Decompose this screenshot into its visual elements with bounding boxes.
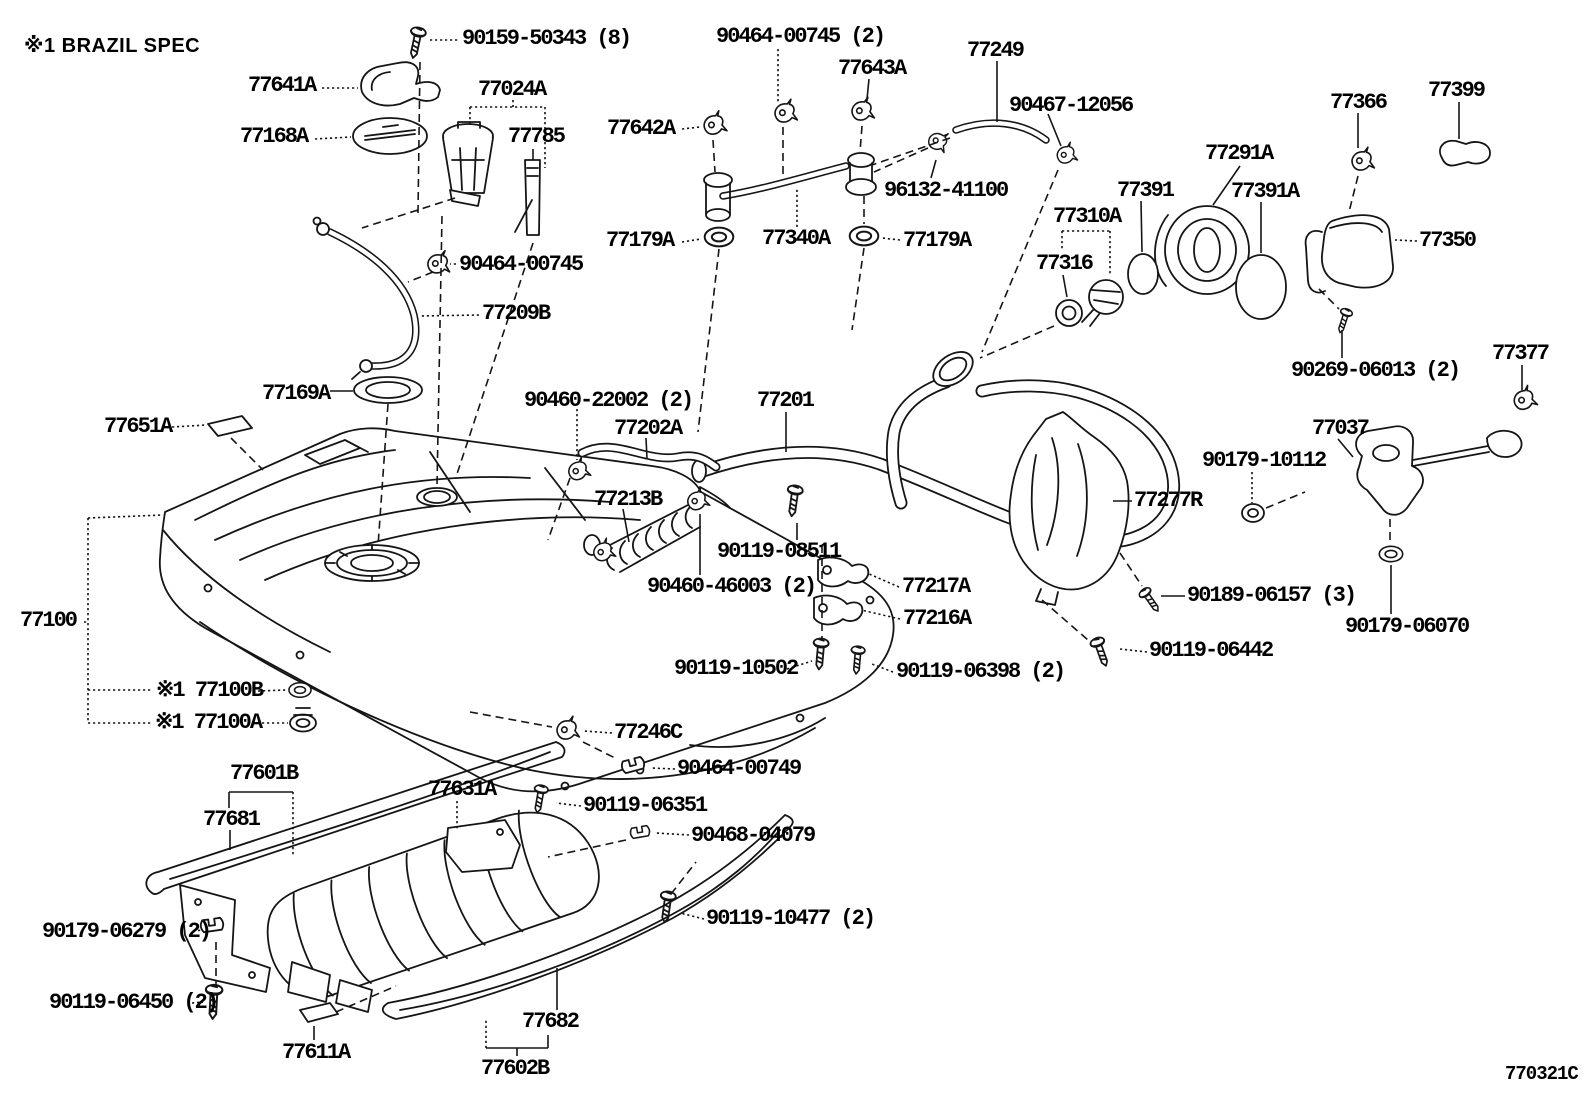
part-label-90460-46003: 90460-46003 (2) xyxy=(647,574,817,599)
part-label-90460-22002: 90460-22002 (2) xyxy=(524,388,694,413)
assembly-dashed-lines xyxy=(215,61,1391,1013)
part-label-77246C: 77246C xyxy=(614,720,683,745)
part-label-96132-41100: 96132-41100 xyxy=(884,178,1009,203)
part-label-77350: 77350 xyxy=(1419,228,1477,253)
part-label-77681: 77681 xyxy=(203,807,261,832)
part-label-77643A: 77643A xyxy=(838,56,907,81)
part-label-77602B: 77602B xyxy=(481,1056,550,1081)
part-label-77631A: 77631A xyxy=(428,777,497,802)
part-label-77611A: 77611A xyxy=(282,1040,351,1065)
part-label-77213B: 77213B xyxy=(594,487,663,512)
part-label-90464-00745-2: 90464-00745 (2) xyxy=(716,24,886,49)
part-label-90119-06398: 90119-06398 (2) xyxy=(896,659,1066,684)
fuel-tube-drawing xyxy=(312,216,420,380)
pipe-support-brackets-drawing xyxy=(813,556,870,626)
part-label-77316: 77316 xyxy=(1036,251,1094,276)
part-label-77201: 77201 xyxy=(757,388,815,413)
part-label-90119-06442: 90119-06442 xyxy=(1149,638,1274,663)
part-label-77291A: 77291A xyxy=(1205,141,1274,166)
part-label-77785: 77785 xyxy=(508,124,566,149)
part-label-77168A: 77168A xyxy=(240,124,309,149)
vent-hoses-drawing xyxy=(703,119,1050,222)
tank-bands-and-shield-drawing xyxy=(145,741,794,1023)
corrugated-hose-drawing xyxy=(606,504,701,573)
part-label-90179-06279: 90179-06279 (2) xyxy=(42,919,212,944)
part-label-77179A-right: 77179A xyxy=(903,228,972,253)
part-label-77391A: 77391A xyxy=(1231,179,1300,204)
part-label-90464-00749: 90464-00749 xyxy=(677,756,802,781)
part-label-77217A: 77217A xyxy=(902,574,971,599)
part-label-90159-50343: 90159-50343 (8) xyxy=(462,26,632,51)
part-label-90179-06070: 90179-06070 xyxy=(1345,614,1470,639)
part-label-90119-10502: 90119-10502 xyxy=(674,656,799,681)
fuel-lid-lock-drawing xyxy=(1355,425,1523,516)
part-label-77366: 77366 xyxy=(1330,90,1388,115)
part-label-77037: 77037 xyxy=(1312,416,1370,441)
part-label-77024A: 77024A xyxy=(478,77,547,102)
part-label-77399: 77399 xyxy=(1428,78,1486,103)
leader-lines xyxy=(84,39,1523,1056)
part-label-77100A: ※1 77100A xyxy=(155,710,263,735)
spec-note: ※1 BRAZIL SPEC xyxy=(24,35,201,57)
part-label-90119-06450: 90119-06450 (2) xyxy=(49,990,219,1015)
part-label-77209B: 77209B xyxy=(482,301,551,326)
fuel-tank-drawing xyxy=(158,427,895,793)
part-label-77310A: 77310A xyxy=(1053,204,1122,229)
part-label-77169A: 77169A xyxy=(262,381,331,406)
part-label-77340A: 77340A xyxy=(762,226,831,251)
part-label-77642A: 77642A xyxy=(607,116,676,141)
filler-cap-and-door-drawing xyxy=(1055,139,1491,327)
filler-pipe-shield-drawing xyxy=(1008,411,1130,606)
part-label-77391: 77391 xyxy=(1117,178,1175,203)
breather-hose-drawing xyxy=(577,442,721,472)
part-label-77651A: 77651A xyxy=(104,414,173,439)
part-label-90119-06351: 90119-06351 xyxy=(583,793,708,818)
part-label-77179A-left: 77179A xyxy=(606,228,675,253)
drawing-number: 770321C xyxy=(1505,1063,1579,1085)
part-label-90269-06013: 90269-06013 (2) xyxy=(1291,358,1461,383)
part-label-77216A: 77216A xyxy=(903,606,972,631)
part-label-90189-06157: 90189-06157 (3) xyxy=(1187,583,1357,608)
part-label-90464-00745: 90464-00745 xyxy=(459,252,584,277)
part-label-77277R: 77277R xyxy=(1134,488,1203,513)
part-label-90179-10112: 90179-10112 xyxy=(1202,448,1327,473)
part-label-90468-04079: 90468-04079 xyxy=(691,823,816,848)
part-label-77100: 77100 xyxy=(20,608,78,633)
part-label-77202A: 77202A xyxy=(614,416,683,441)
part-label-77249: 77249 xyxy=(967,38,1025,63)
part-label-90119-08511: 90119-08511 xyxy=(717,539,842,564)
part-label-90467-12056: 90467-12056 xyxy=(1009,93,1134,118)
hardware-icons xyxy=(199,25,1539,1021)
part-label-77682: 77682 xyxy=(522,1009,580,1034)
part-label-77601B: 77601B xyxy=(230,761,299,786)
part-label-77641A: 77641A xyxy=(248,73,317,98)
gasket-and-protector-drawing xyxy=(207,376,423,437)
part-label-77100B: ※1 77100B xyxy=(156,678,264,703)
part-label-90119-10477: 90119-10477 (2) xyxy=(706,906,876,931)
part-label-77377: 77377 xyxy=(1492,341,1550,366)
